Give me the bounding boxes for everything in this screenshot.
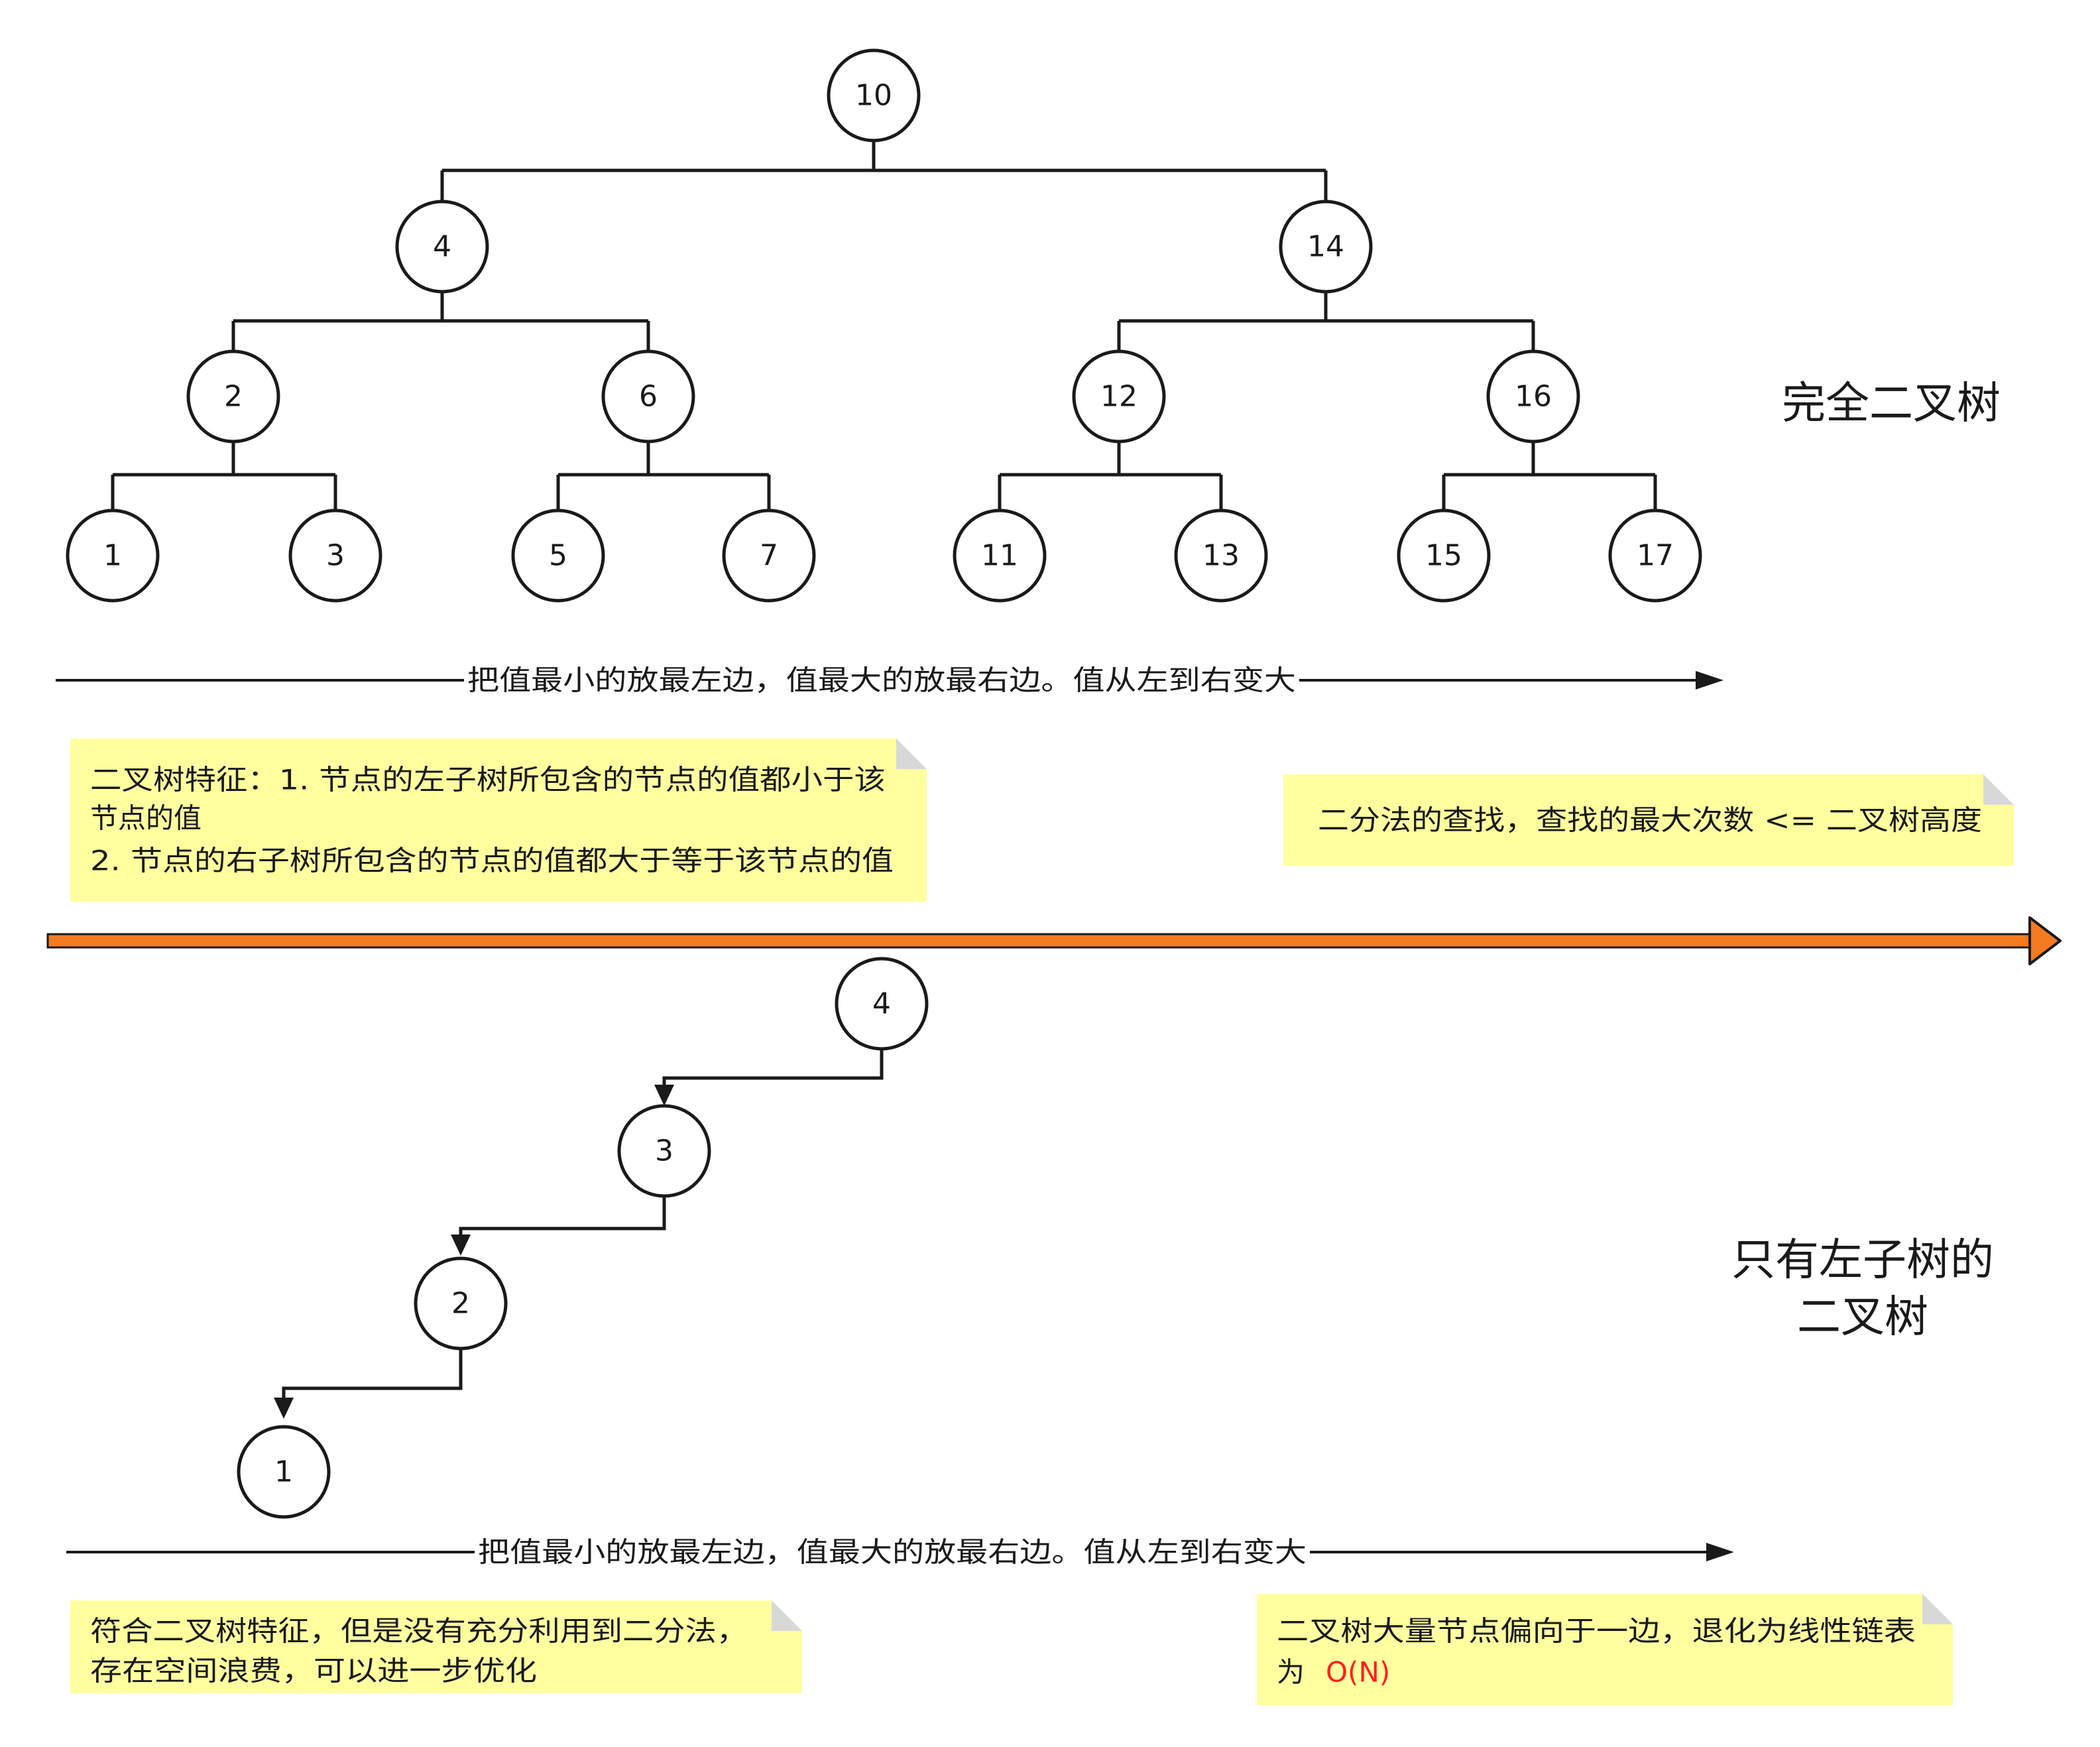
axis-label: 把值最小的放最左边，值最大的放最右边。值从左到右变大	[467, 664, 1296, 697]
tree-node: 3	[617, 1104, 711, 1198]
note-binary-search: 二分法的查找，查找的最大次数 <= 二叉树高度	[1283, 774, 2014, 866]
tree-node: 10	[827, 48, 921, 143]
tree-node: 7	[722, 509, 816, 603]
complete-tree-title: 完全二叉树	[1782, 378, 2001, 429]
node-label: 14	[1307, 230, 1344, 264]
note-line: 二叉树特征：1. 节点的左子树所包含的节点的值都小于该	[90, 764, 886, 796]
tree-node: 16	[1486, 349, 1580, 444]
tree-node: 11	[953, 509, 1047, 603]
tree-node: 2	[414, 1256, 508, 1351]
complete-tree-edges	[103, 142, 1665, 533]
note-line: 二分法的查找，查找的最大次数 <= 二叉树高度	[1318, 804, 1982, 837]
node-label: 13	[1202, 539, 1240, 573]
node-label: 12	[1100, 380, 1138, 414]
complexity-highlight: O(N)	[1326, 1656, 1390, 1689]
left-tree-title-line2: 二叉树	[1797, 1292, 1928, 1343]
axis-arrow-head	[1706, 1543, 1734, 1561]
note-degenerate-tree: 二叉树大量节点偏向于一边，退化为线性链表 为 O(N)	[1257, 1594, 1953, 1705]
tree-node: 4	[835, 957, 929, 1051]
node-label: 1	[103, 539, 122, 573]
axis-arrow-head	[1696, 671, 1723, 690]
section-divider-arrow	[46, 916, 2062, 965]
node-label: 15	[1425, 539, 1462, 573]
node-label: 16	[1515, 380, 1552, 414]
tree-node: 15	[1397, 509, 1491, 603]
note-line: 符合二叉树特征，但是没有充分利用到二分法，	[90, 1615, 748, 1648]
note-line: 为	[1277, 1656, 1305, 1689]
tree-node: 1	[237, 1425, 331, 1519]
node-label: 3	[326, 539, 345, 573]
node-label: 6	[639, 380, 658, 414]
note-line: 2. 节点的右子树所包含的节点的值都大于等于该节点的值	[90, 845, 894, 877]
tree-node: 17	[1608, 509, 1702, 603]
node-label: 4	[872, 987, 891, 1021]
axis-label: 把值最小的放最左边，值最大的放最右边。值从左到右变大	[478, 1536, 1307, 1569]
value-axis-bottom: 把值最小的放最左边，值最大的放最右边。值从左到右变大	[66, 1536, 1734, 1569]
note-left-tree-waste: 符合二叉树特征，但是没有充分利用到二分法， 存在空间浪费，可以进一步优化	[70, 1600, 802, 1693]
note-binary-tree-properties: 二叉树特征：1. 节点的左子树所包含的节点的值都小于该 节点的值 2. 节点的右…	[70, 739, 927, 902]
note-line: 存在空间浪费，可以进一步优化	[90, 1655, 537, 1687]
note-line: 二叉树大量节点偏向于一边，退化为线性链表	[1277, 1615, 1916, 1648]
node-label: 1	[274, 1455, 293, 1489]
left-only-tree: 4 3 2 1 只有左子树的 二叉树 把值最小的放最左边，值最大的放最右边。值从…	[66, 957, 1994, 1705]
tree-node: 6	[601, 349, 695, 444]
complete-tree: 10 4 14 2 6 12 16 1	[56, 48, 2014, 902]
node-label: 10	[855, 79, 892, 113]
node-label: 5	[549, 539, 567, 573]
tree-node: 14	[1279, 200, 1373, 294]
node-label: 3	[655, 1134, 673, 1168]
tree-node: 5	[511, 509, 605, 603]
tree-node: 4	[395, 200, 489, 294]
left-tree-title-line1: 只有左子树的	[1731, 1235, 1994, 1286]
tree-node: 1	[66, 509, 160, 603]
tree-node: 13	[1174, 509, 1268, 603]
node-label: 11	[981, 539, 1018, 573]
value-axis-top: 把值最小的放最左边，值最大的放最右边。值从左到右变大	[56, 664, 1723, 697]
tree-node: 12	[1072, 349, 1166, 444]
tree-node: 2	[186, 349, 280, 444]
node-label: 2	[451, 1287, 470, 1321]
node-label: 17	[1637, 539, 1674, 573]
left-tree-edges	[274, 1049, 884, 1419]
node-label: 2	[224, 380, 243, 414]
node-label: 4	[433, 230, 451, 264]
node-label: 7	[760, 539, 778, 573]
note-line: 节点的值	[90, 802, 202, 835]
tree-node: 3	[288, 509, 382, 603]
